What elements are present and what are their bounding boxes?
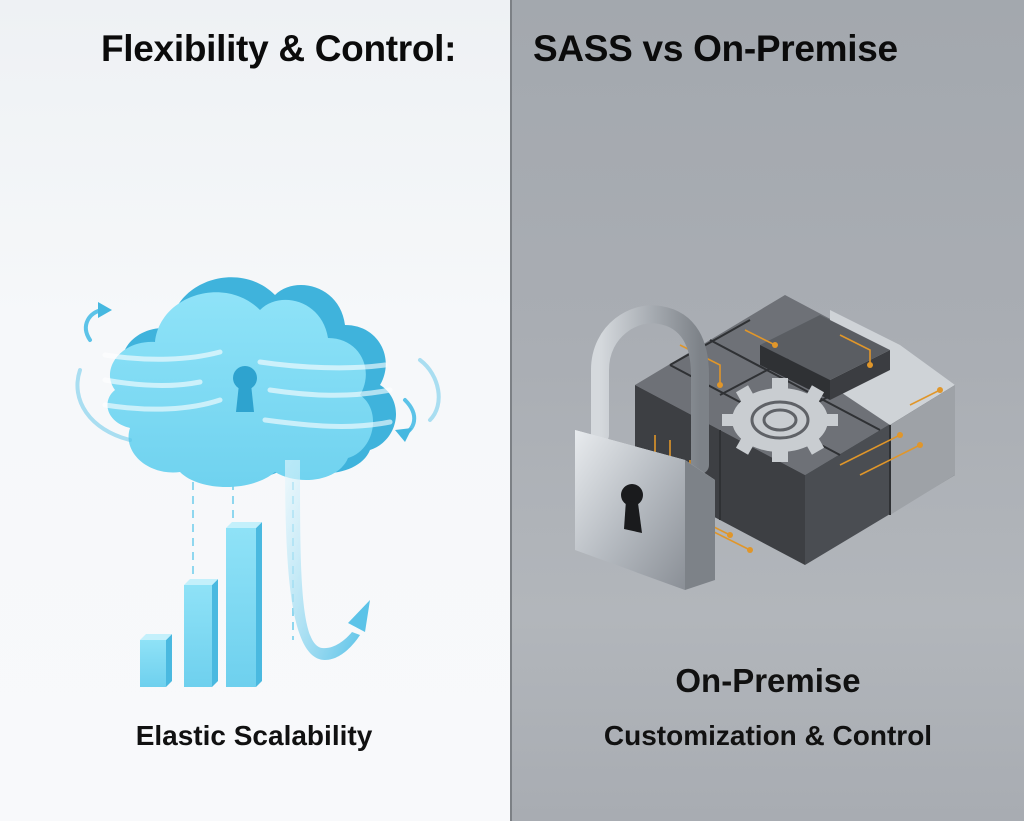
label-on-premise: On-Premise — [675, 662, 861, 699]
padlock-puzzle-illustration — [575, 295, 955, 590]
puzzle-icon — [635, 295, 955, 565]
padlock-icon — [575, 305, 715, 590]
title-left: Flexibility & Control: — [101, 28, 457, 69]
cloud-icon — [102, 277, 397, 487]
label-customization-control: Customization & Control — [603, 720, 933, 751]
keyhole-icon — [233, 366, 257, 412]
keyhole-icon — [621, 484, 643, 533]
label-elastic-scalability: Elastic Scalability — [135, 720, 373, 751]
title-right: SASS vs On-Premise — [533, 28, 898, 69]
bar-chart-icon — [140, 522, 262, 687]
cloud-scalability-illustration — [75, 277, 441, 687]
page-title: Flexibility & Control: SASS vs On-Premis… — [0, 28, 1024, 78]
gear-icon — [722, 378, 838, 462]
trend-arrow-icon — [285, 460, 370, 660]
panel-divider — [510, 0, 512, 821]
